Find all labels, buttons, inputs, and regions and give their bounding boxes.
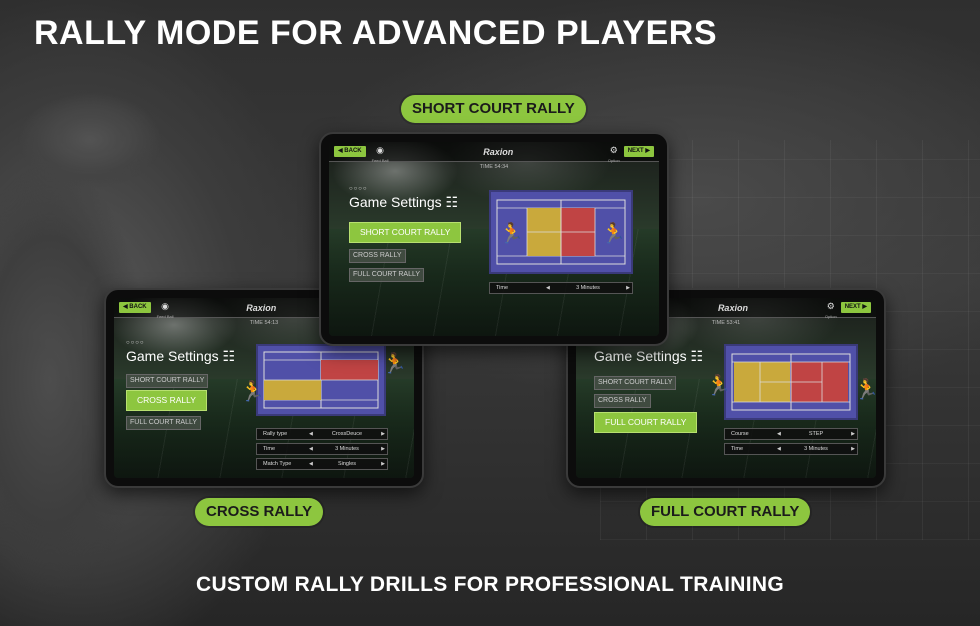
next-button[interactable]: NEXT ▶ bbox=[840, 302, 871, 313]
setting-row-match-type[interactable]: Match Type ◀Singles▶ bbox=[256, 458, 388, 470]
option-button[interactable]: ⚙Option bbox=[824, 301, 837, 319]
label-full-court-rally: FULL COURT RALLY bbox=[640, 498, 811, 526]
brand-logo: Raxion bbox=[483, 146, 514, 157]
sliders-icon: ☷ bbox=[445, 194, 459, 210]
brand-logo: Raxion bbox=[246, 302, 277, 313]
arrow-right-icon[interactable]: ▶ bbox=[851, 431, 855, 437]
menu-cross-rally[interactable]: CROSS RALLY bbox=[126, 390, 207, 411]
headline: RALLY MODE FOR ADVANCED PLAYERS bbox=[34, 14, 717, 52]
feed-ball-button[interactable]: ◉Feed Ball bbox=[371, 145, 389, 163]
back-button[interactable]: ◀ BACK bbox=[119, 302, 151, 313]
tablet-short-court-rally: ◀ BACK ◉Feed Ball Raxion ⚙Option NEXT ▶ … bbox=[319, 132, 669, 346]
gear-icon: ⚙ bbox=[609, 145, 618, 155]
player-figure-right: 🏃 bbox=[854, 379, 876, 401]
setting-row-rally-type[interactable]: Rally type ◀CrossDeuce▶ bbox=[256, 428, 388, 440]
back-button[interactable]: ◀ BACK bbox=[334, 146, 366, 157]
dots-indicator: ○○○○ bbox=[126, 340, 145, 346]
sliders-icon: ☷ bbox=[690, 348, 704, 364]
tablet-screen: ◀ BACK ◉Feed Ball Raxion ⚙Option NEXT ▶ … bbox=[329, 142, 659, 336]
player-figure-left: 🏃 bbox=[706, 375, 731, 397]
court-diagram bbox=[724, 344, 858, 420]
menu-full-court-rally[interactable]: FULL COURT RALLY bbox=[349, 268, 425, 282]
arrow-left-icon[interactable]: ◀ bbox=[777, 446, 781, 452]
tennis-ball-icon: ◉ bbox=[161, 301, 169, 311]
arrow-right-icon[interactable]: ▶ bbox=[626, 285, 630, 291]
time-display: TIME 53:41 bbox=[711, 320, 741, 326]
arrow-right-icon[interactable]: ▶ bbox=[381, 446, 385, 452]
footline: CUSTOM RALLY DRILLS FOR PROFESSIONAL TRA… bbox=[196, 573, 784, 596]
brand-logo: Raxion bbox=[717, 302, 748, 313]
menu-full-court-rally[interactable]: FULL COURT RALLY bbox=[126, 416, 202, 430]
arrow-left-icon[interactable]: ◀ bbox=[777, 431, 781, 437]
menu-cross-rally[interactable]: CROSS RALLY bbox=[349, 249, 406, 263]
next-button[interactable]: NEXT ▶ bbox=[623, 146, 654, 157]
setting-row-course[interactable]: Course ◀STEP▶ bbox=[724, 428, 858, 440]
menu-cross-rally[interactable]: CROSS RALLY bbox=[594, 394, 651, 408]
dots-indicator: ○○○○ bbox=[349, 186, 368, 192]
arrow-right-icon[interactable]: ▶ bbox=[381, 461, 385, 467]
arrow-left-icon[interactable]: ◀ bbox=[309, 431, 313, 437]
arrow-right-icon[interactable]: ▶ bbox=[381, 431, 385, 437]
arrow-left-icon[interactable]: ◀ bbox=[309, 461, 313, 467]
arrow-right-icon[interactable]: ▶ bbox=[851, 446, 855, 452]
menu-short-court-rally[interactable]: SHORT COURT RALLY bbox=[349, 222, 462, 243]
label-short-court-rally: SHORT COURT RALLY bbox=[401, 95, 586, 123]
top-bar: ◀ BACK ◉Feed Ball Raxion ⚙Option NEXT ▶ bbox=[329, 142, 659, 163]
settings-title: Game Settings ☷ bbox=[594, 348, 704, 364]
tablet-screen: ◀ BACK ◉Feed Ball Raxion TIME 54:13 ○○○○… bbox=[114, 298, 414, 478]
settings-title: Game Settings ☷ bbox=[349, 194, 459, 210]
zone-yellow bbox=[264, 380, 321, 400]
court-diagram bbox=[489, 190, 633, 274]
feed-ball-button[interactable]: ◉Feed Ball bbox=[156, 301, 174, 319]
time-display: TIME 54:34 bbox=[479, 164, 509, 170]
court-diagram bbox=[256, 344, 386, 416]
menu-full-court-rally[interactable]: FULL COURT RALLY bbox=[594, 412, 698, 433]
menu-short-court-rally[interactable]: SHORT COURT RALLY bbox=[594, 376, 677, 390]
player-figure-right: 🏃 bbox=[382, 353, 407, 375]
arrow-left-icon[interactable]: ◀ bbox=[309, 446, 313, 452]
arrow-left-icon[interactable]: ◀ bbox=[546, 285, 550, 291]
player-figure-left: 🏃 bbox=[499, 223, 524, 245]
setting-row-time[interactable]: Time ◀3 Minutes▶ bbox=[724, 443, 858, 455]
tennis-ball-icon: ◉ bbox=[376, 145, 384, 155]
option-button[interactable]: ⚙Option bbox=[607, 145, 620, 163]
player-figure-right: 🏃 bbox=[601, 223, 626, 245]
setting-row-time[interactable]: Time ◀3 Minutes▶ bbox=[489, 282, 633, 294]
menu-short-court-rally[interactable]: SHORT COURT RALLY bbox=[126, 374, 209, 388]
label-cross-rally: CROSS RALLY bbox=[195, 498, 324, 526]
sliders-icon: ☷ bbox=[222, 348, 236, 364]
player-figure-left: 🏃 bbox=[240, 381, 265, 403]
zone-red bbox=[321, 360, 378, 380]
settings-title: Game Settings ☷ bbox=[126, 348, 236, 364]
gear-icon: ⚙ bbox=[826, 301, 835, 311]
time-display: TIME 54:13 bbox=[249, 320, 279, 326]
setting-row-time[interactable]: Time ◀3 Minutes▶ bbox=[256, 443, 388, 455]
